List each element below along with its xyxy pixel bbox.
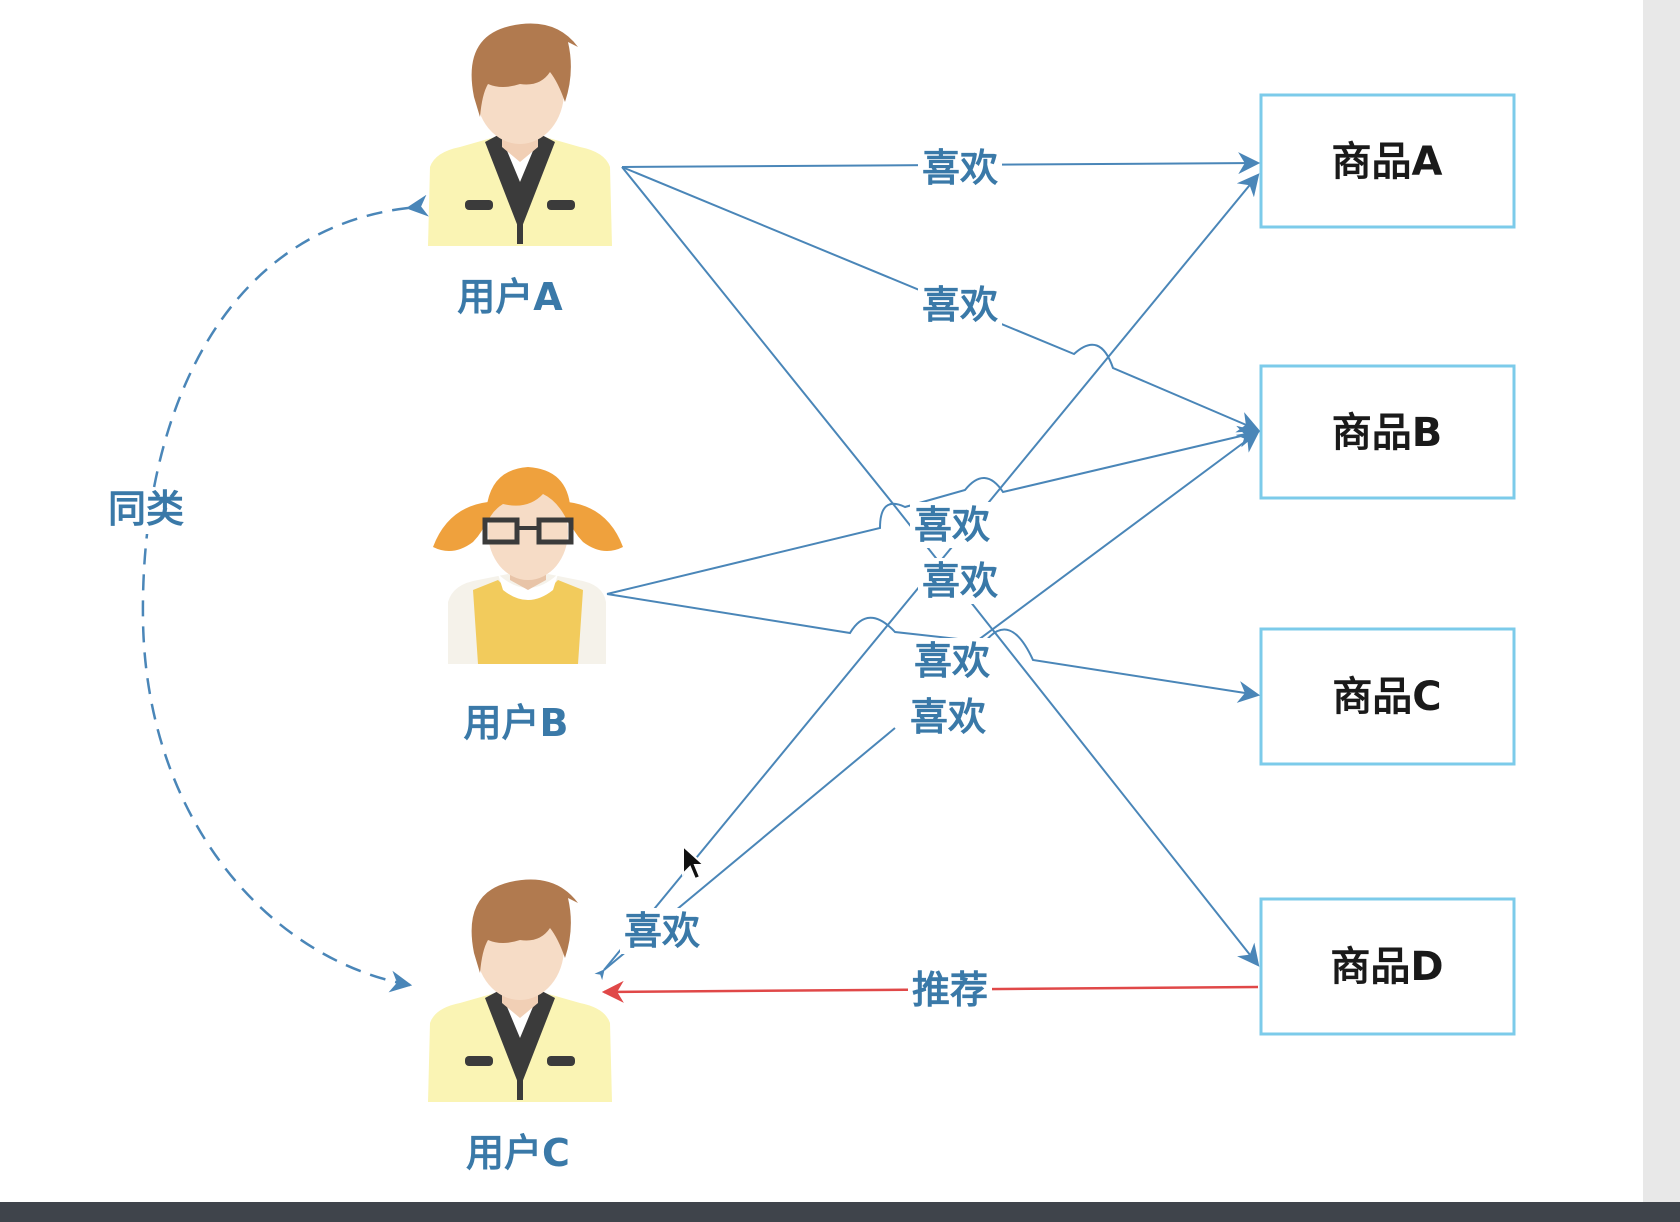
male-user-icon	[428, 23, 612, 246]
item-label: 商品B	[1332, 410, 1443, 456]
bottom-bar	[0, 1202, 1680, 1222]
item-box-a: 商品A	[1259, 93, 1516, 229]
item-box-c: 商品C	[1259, 627, 1516, 766]
edge-label-like-7: 喜欢	[620, 908, 704, 954]
item-box-d: 商品D	[1259, 897, 1516, 1036]
user-label: 用户A	[457, 275, 563, 319]
scrollbar[interactable]	[1643, 0, 1680, 1202]
svg-text:喜欢: 喜欢	[922, 559, 998, 603]
item-label: 商品A	[1332, 139, 1443, 185]
edge-label-recommend: 推荐	[908, 968, 992, 1014]
svg-text:喜欢: 喜欢	[914, 503, 990, 547]
edge-label-like-3: 喜欢	[910, 502, 994, 548]
svg-text:同类: 同类	[108, 487, 184, 531]
diagram-canvas: 商品A 商品B 商品C 商品D 喜欢 喜欢	[0, 0, 1643, 1202]
edge-label-like-1: 喜欢	[918, 145, 1002, 190]
user-label: 用户C	[466, 1131, 570, 1175]
user-b: 用户B	[433, 467, 623, 745]
item-box-b: 商品B	[1259, 364, 1516, 500]
user-label: 用户B	[464, 701, 569, 745]
male-user-icon	[428, 879, 612, 1102]
similar-label: 同类	[104, 487, 188, 534]
svg-text:喜欢: 喜欢	[922, 146, 998, 190]
edge-label-like-4: 喜欢	[918, 558, 1002, 604]
item-label: 商品C	[1332, 674, 1441, 720]
edge-label-like-5: 喜欢	[910, 638, 994, 684]
user-a: 用户A	[428, 23, 612, 319]
svg-text:喜欢: 喜欢	[914, 639, 990, 683]
mouse-cursor-icon	[682, 843, 707, 881]
svg-text:喜欢: 喜欢	[624, 909, 700, 953]
edge-label-like-6: 喜欢	[906, 694, 990, 740]
edge-label-like-2: 喜欢	[918, 282, 1002, 328]
collaborative-filtering-diagram: 商品A 商品B 商品C 商品D 喜欢 喜欢	[104, 23, 1516, 1175]
svg-text:喜欢: 喜欢	[910, 695, 986, 739]
svg-text:喜欢: 喜欢	[922, 283, 998, 327]
item-label: 商品D	[1330, 944, 1443, 990]
svg-text:推荐: 推荐	[912, 968, 988, 1012]
user-c: 用户C	[428, 879, 612, 1175]
female-user-icon	[433, 467, 623, 664]
similar-arc	[141, 194, 429, 993]
